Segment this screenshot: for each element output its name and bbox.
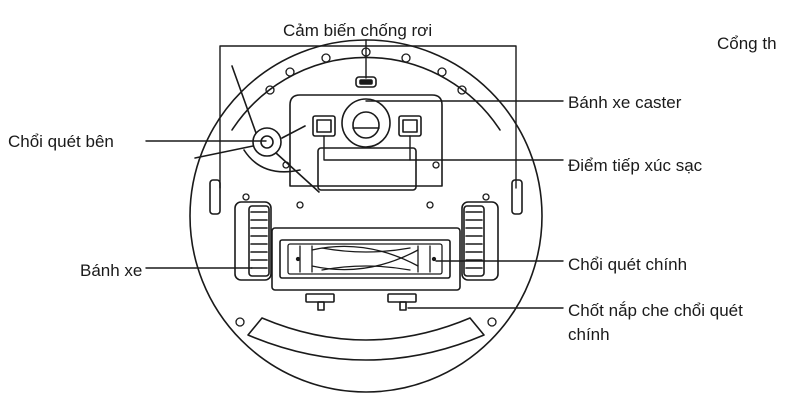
label-port-partial: Cổng th (717, 34, 777, 53)
label-side-brush: Chổi quét bên (8, 132, 114, 151)
label-brush-cover-latch: Chốt nắp che chổi quét chính (568, 301, 743, 344)
main-brush-frame (279, 239, 451, 279)
label-charging-contacts: Điểm tiếp xúc sạc (568, 156, 703, 175)
caster-wheel-inner (352, 111, 380, 139)
battery-cover (317, 147, 417, 191)
wheel-left (234, 201, 272, 281)
label-caster-wheel: Bánh xe caster (568, 93, 682, 112)
brush-cover-latch-left (305, 293, 335, 311)
wheel-right (461, 201, 499, 281)
brush-cover-latch-right (387, 293, 417, 311)
rim-screws (235, 47, 497, 327)
main-brush (287, 243, 443, 275)
inner-housing (289, 94, 443, 187)
main-brush-housing (271, 227, 461, 291)
label-main-brush: Chổi quét chính (568, 255, 688, 274)
callout-lines (145, 39, 564, 309)
charging-contact-right-inner (402, 119, 418, 133)
label-cliff-sensor: Cảm biến chống rơi (283, 21, 433, 40)
robot-bumper-lower (247, 317, 485, 361)
cliff-sensor-right (511, 179, 523, 215)
caster-wheel (341, 98, 391, 148)
charging-contact-left-inner (316, 119, 332, 133)
side-brush (194, 65, 320, 193)
cliff-sensor-top-inner (359, 79, 373, 85)
cliff-sensor-left (209, 179, 221, 215)
label-wheel: Bánh xe (80, 261, 143, 280)
